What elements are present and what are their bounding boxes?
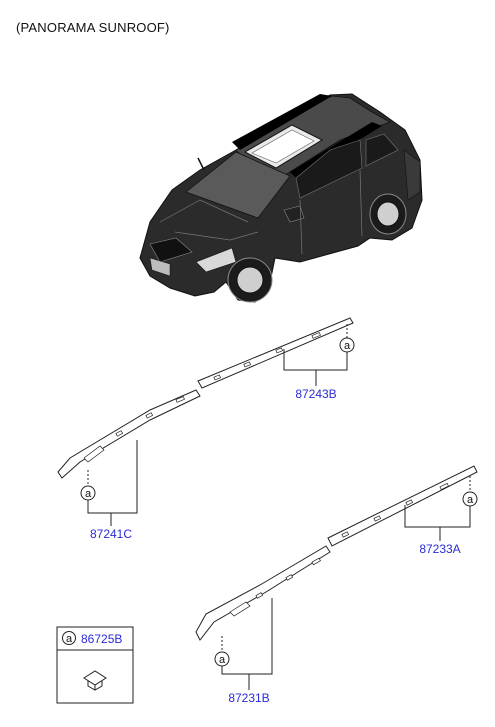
clip-marks-87231B (255, 557, 321, 599)
clip-marks-87233A (341, 482, 449, 538)
callout-letter: a (219, 654, 226, 666)
clip-marks-87241C (115, 396, 185, 437)
part-87233A[interactable]: a 87233A (327, 465, 478, 556)
part-number-87243B[interactable]: 87243B (295, 387, 336, 401)
legend-part-number[interactable]: 86725B (81, 632, 122, 646)
page-title: (PANORAMA SUNROOF) (16, 20, 170, 35)
molding-strip-87243B (197, 317, 354, 389)
part-87241C[interactable]: a 87241C (57, 389, 201, 541)
clip-marks-87243B (213, 332, 321, 381)
legend-callout-letter: a (66, 633, 73, 645)
part-87243B[interactable]: a 87243B (197, 317, 355, 401)
callout-letter: a (467, 494, 474, 506)
callout-letter: a (344, 340, 351, 352)
part-number-87233A[interactable]: 87233A (419, 542, 460, 556)
part-number-87241C[interactable]: 87241C (90, 527, 132, 541)
clip-icon (83, 670, 107, 691)
callout-letter: a (85, 488, 92, 500)
part-87231B[interactable]: a 87231B (195, 545, 331, 705)
molding-strip-87233A (327, 465, 478, 547)
vehicle-illustration (139, 93, 423, 303)
legend-box: a 86725B (56, 626, 134, 704)
molding-strip-87231B (195, 545, 331, 641)
part-number-87231B[interactable]: 87231B (228, 691, 269, 705)
molding-strip-87241C (57, 389, 201, 479)
legend-callout-circle (62, 631, 76, 645)
